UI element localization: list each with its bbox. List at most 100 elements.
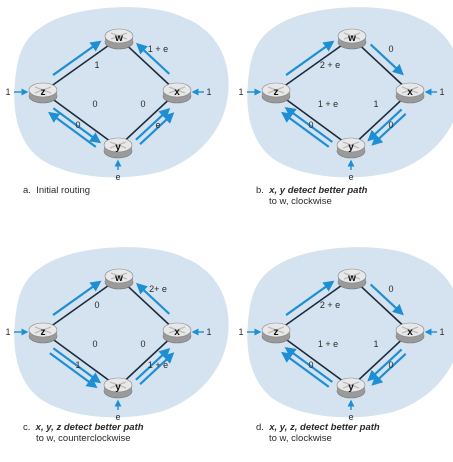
router-y: y (103, 377, 133, 399)
cost-label-zy-inner: 0 (92, 99, 97, 109)
network-cloud (14, 247, 229, 418)
panel-b: 1 1 e 2 + e 0 1 + e 0 1 0 w z x y (238, 7, 453, 182)
router-label: x (174, 327, 180, 338)
cost-label-zw: 2 + e (320, 60, 340, 70)
panel-c: 1 1 e 0 2+ e 0 1 0 1 + e w z x y (5, 247, 229, 422)
link-z-w (42, 37, 120, 93)
flow-arrow-z-y (52, 107, 102, 144)
link-z-y (42, 331, 119, 388)
router-label: y (115, 382, 121, 393)
ext-demand-z: 1 (238, 327, 243, 337)
router-label: z (274, 87, 279, 98)
cost-label-wx: 1 + e (148, 44, 168, 54)
flow-arrow-y-z (48, 111, 97, 148)
router-z: z (28, 82, 58, 104)
flow-arrow-z-y (52, 347, 102, 384)
flow-arrow-z-w (52, 280, 102, 316)
link-z-y (42, 91, 119, 148)
router-y: y (336, 377, 366, 399)
router-label: x (407, 327, 413, 338)
router-label: w (114, 273, 123, 284)
flow-arrow-z-w (52, 40, 102, 76)
link-z-w (275, 37, 353, 93)
cost-label-zw: 1 (94, 60, 99, 70)
router-w: w (104, 268, 134, 290)
cost-label-zw: 2 + e (320, 300, 340, 310)
link-z-w (42, 277, 120, 333)
router-label: z (41, 327, 46, 338)
flow-arrow-x-w (136, 282, 171, 315)
cost-label-xy-outer: 0 (388, 120, 393, 130)
flow-arrow-y-z (284, 106, 333, 143)
router-z: z (28, 322, 58, 344)
flow-arrow-z-y (49, 352, 98, 389)
cost-label-xy-inner: 0 (140, 99, 145, 109)
ext-demand-x: 1 (206, 327, 211, 337)
caption-panel-a: a. Initial routing (23, 185, 91, 196)
link-z-y (275, 91, 352, 148)
ext-demand-x: 1 (206, 87, 211, 97)
ext-demand-x: 1 (439, 327, 444, 337)
flow-arrow-y-z (281, 111, 330, 148)
ext-demand-y: e (115, 412, 120, 422)
cost-label-xy-inner: 1 (373, 99, 378, 109)
router-label: w (347, 33, 356, 44)
router-label: y (348, 382, 354, 393)
flow-arrow-w-x (369, 43, 404, 76)
ext-demand-z: 1 (5, 327, 10, 337)
cost-label-wx: 0 (388, 284, 393, 294)
router-w: w (104, 28, 134, 50)
cost-label-wx: 2+ e (149, 284, 167, 294)
network-cloud (247, 247, 453, 418)
ext-demand-y: e (348, 172, 353, 182)
ext-demand-z: 1 (238, 87, 243, 97)
router-label: w (114, 33, 123, 44)
router-label: z (41, 87, 46, 98)
cost-label-xy-outer: 1 + e (148, 360, 168, 370)
cost-label-zy-outer: 0 (308, 120, 313, 130)
router-x: x (395, 82, 425, 104)
cost-label-xy-outer: 0 (388, 360, 393, 370)
router-y: y (336, 137, 366, 159)
ext-demand-x: 1 (439, 87, 444, 97)
router-x: x (395, 322, 425, 344)
cost-label-zy-outer: 1 (75, 360, 80, 370)
cost-label-xy-inner: 0 (140, 339, 145, 349)
ext-demand-z: 1 (5, 87, 10, 97)
flow-arrow-x-w (136, 42, 171, 75)
router-label: w (347, 273, 356, 284)
cost-label-zy-outer: 0 (308, 360, 313, 370)
link-z-w (275, 277, 353, 333)
flow-arrow-x-y (371, 112, 407, 146)
link-z-y (275, 331, 352, 388)
flow-arrow-z-w (285, 40, 335, 76)
router-y: y (103, 137, 133, 159)
network-cloud (247, 7, 453, 178)
network-cloud (14, 7, 229, 178)
cost-label-zy-outer: 0 (75, 120, 80, 130)
cost-label-zy-inner: 0 (92, 339, 97, 349)
router-label: x (407, 87, 413, 98)
cost-label-wx: 0 (388, 44, 393, 54)
flow-arrow-y-z (284, 346, 333, 383)
cost-label-zy-inner: 1 + e (318, 99, 338, 109)
router-label: y (348, 142, 354, 153)
flow-arrow-w-x (369, 283, 404, 316)
flow-arrow-z-w (285, 280, 335, 316)
caption-panel-d: d. x, y, z, detect better path to w, clo… (256, 422, 380, 444)
router-z: z (261, 322, 291, 344)
router-label: z (274, 327, 279, 338)
router-x: x (162, 82, 192, 104)
router-w: w (337, 268, 367, 290)
router-w: w (337, 28, 367, 50)
router-z: z (261, 82, 291, 104)
flow-arrow-y-x (135, 107, 171, 141)
cost-label-xy-inner: 1 (373, 339, 378, 349)
router-x: x (162, 322, 192, 344)
router-label: y (115, 142, 121, 153)
ext-demand-y: e (115, 172, 120, 182)
cost-label-zw: 0 (94, 300, 99, 310)
